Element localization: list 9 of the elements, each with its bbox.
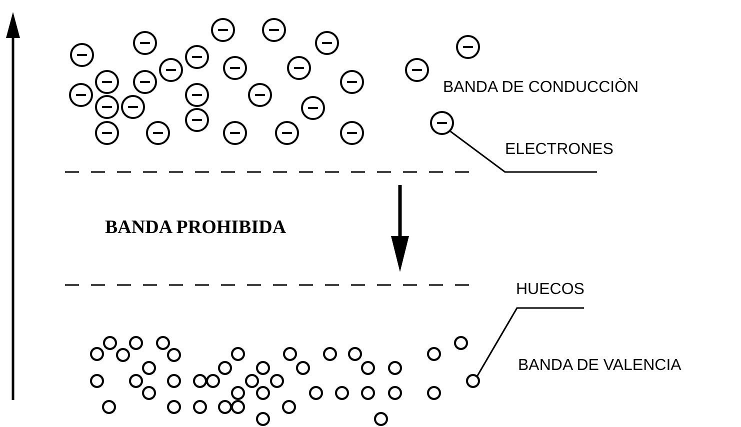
electron-symbol <box>430 111 454 135</box>
band-label: BANDA DE CONDUCCIÒN <box>443 78 639 98</box>
leader-line <box>450 130 597 173</box>
band-label: BANDA DE VALENCIA <box>518 356 682 376</box>
hole-label: HUECOS <box>516 280 616 308</box>
leader-line <box>476 307 584 376</box>
band-label: BANDA PROHIBIDA <box>105 218 286 238</box>
hole-symbol <box>466 374 480 388</box>
electron-label: ELECTRONES <box>505 140 655 172</box>
